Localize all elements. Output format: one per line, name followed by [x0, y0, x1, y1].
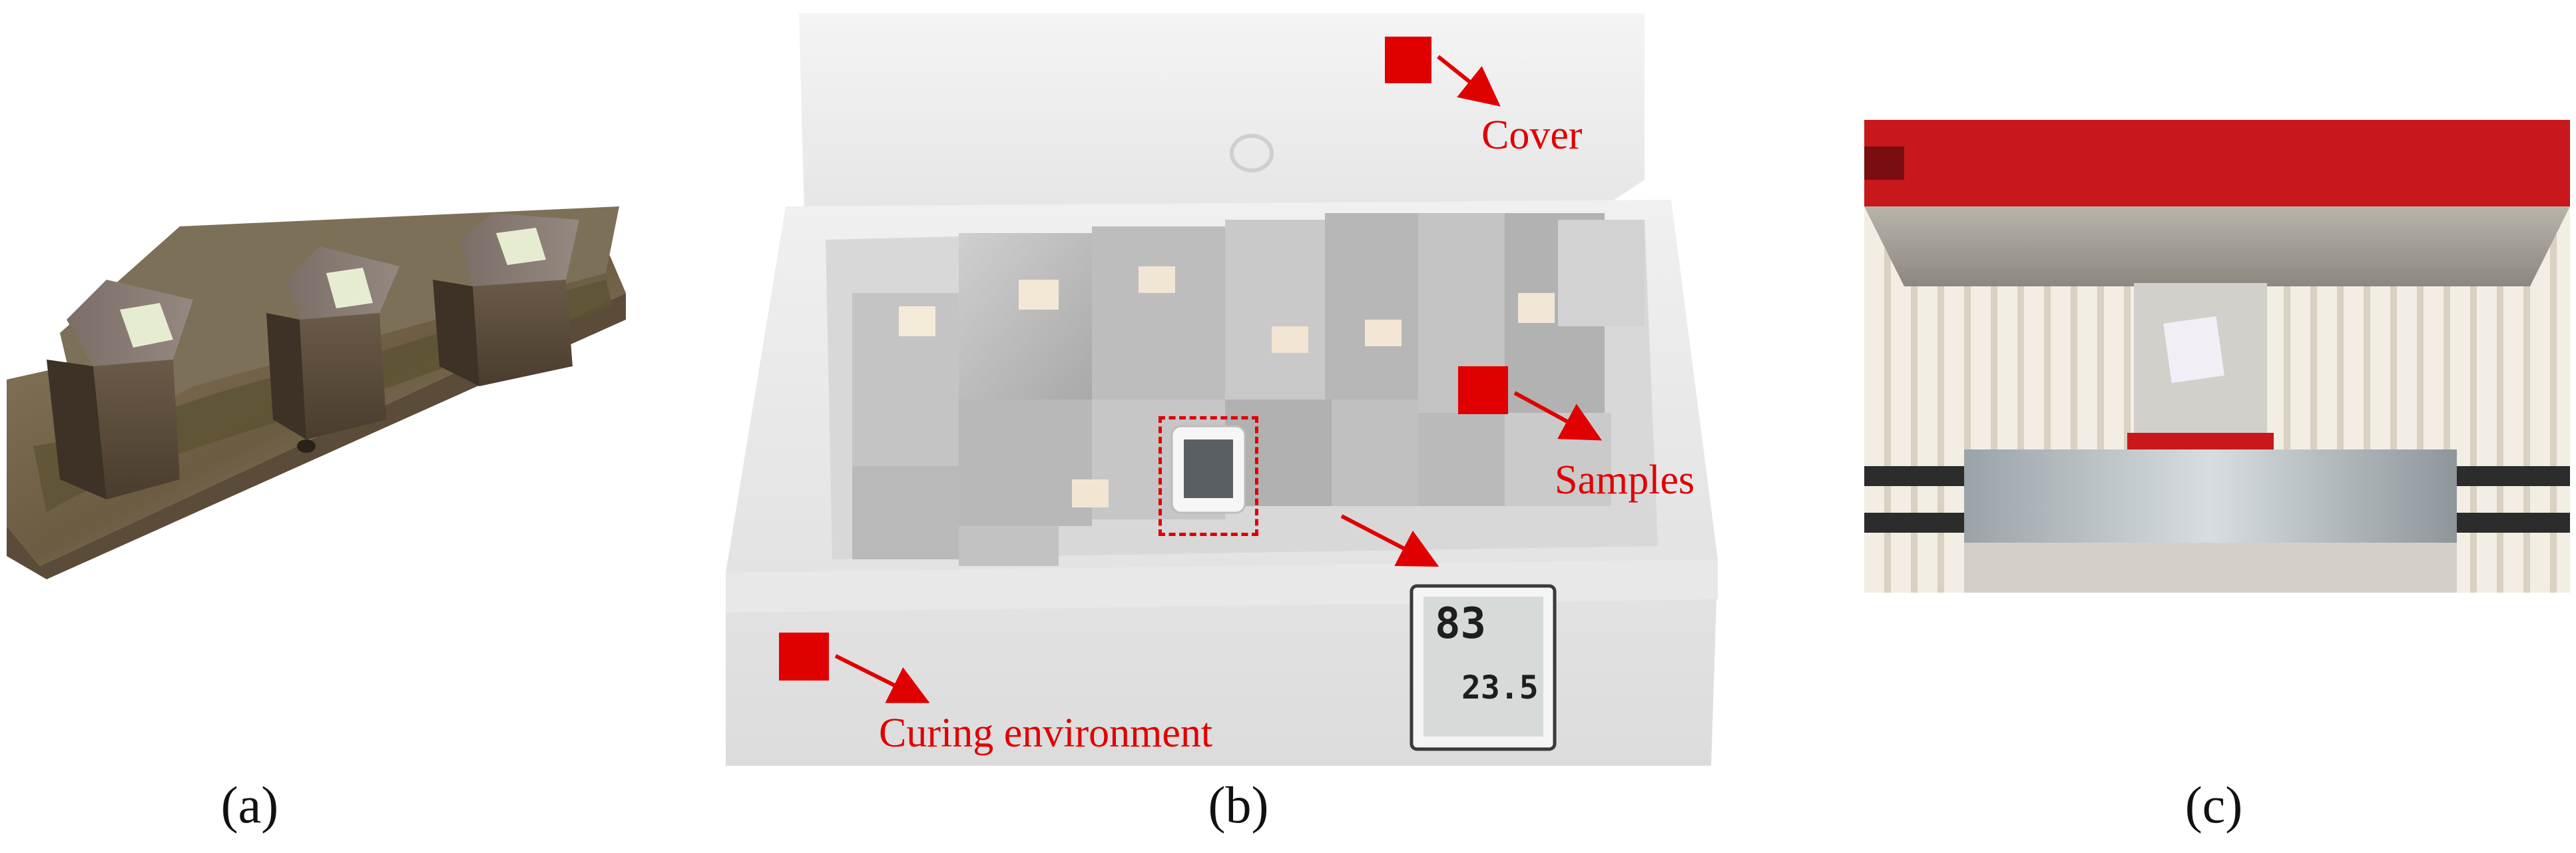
hygrometer-zoom	[1410, 584, 1557, 751]
curing-environment-label: Curing environment	[879, 711, 1213, 756]
panel-b-photo: 83 23.5	[712, 13, 1758, 766]
mold-photo	[7, 206, 626, 579]
hygrometer-humidity: 83	[1435, 599, 1487, 649]
curing-environment-marker	[779, 633, 829, 681]
hygrometer-inside	[1170, 425, 1246, 514]
caption-b: (b)	[1208, 776, 1269, 834]
samples-marker	[1458, 366, 1508, 414]
caption-a: (a)	[220, 776, 279, 834]
curing-box-photo	[712, 13, 1758, 766]
hygrometer-temperature: 23.5	[1461, 669, 1539, 707]
samples-label: Samples	[1555, 457, 1695, 503]
panel-c-photo	[1864, 120, 2570, 593]
caption-c: (c)	[2185, 776, 2243, 834]
cover-marker	[1385, 37, 1431, 83]
hygrometer-highlight	[1159, 416, 1258, 536]
panel-a-photo	[7, 166, 626, 579]
cover-label: Cover	[1481, 113, 1583, 158]
compression-photo	[1864, 120, 2570, 593]
